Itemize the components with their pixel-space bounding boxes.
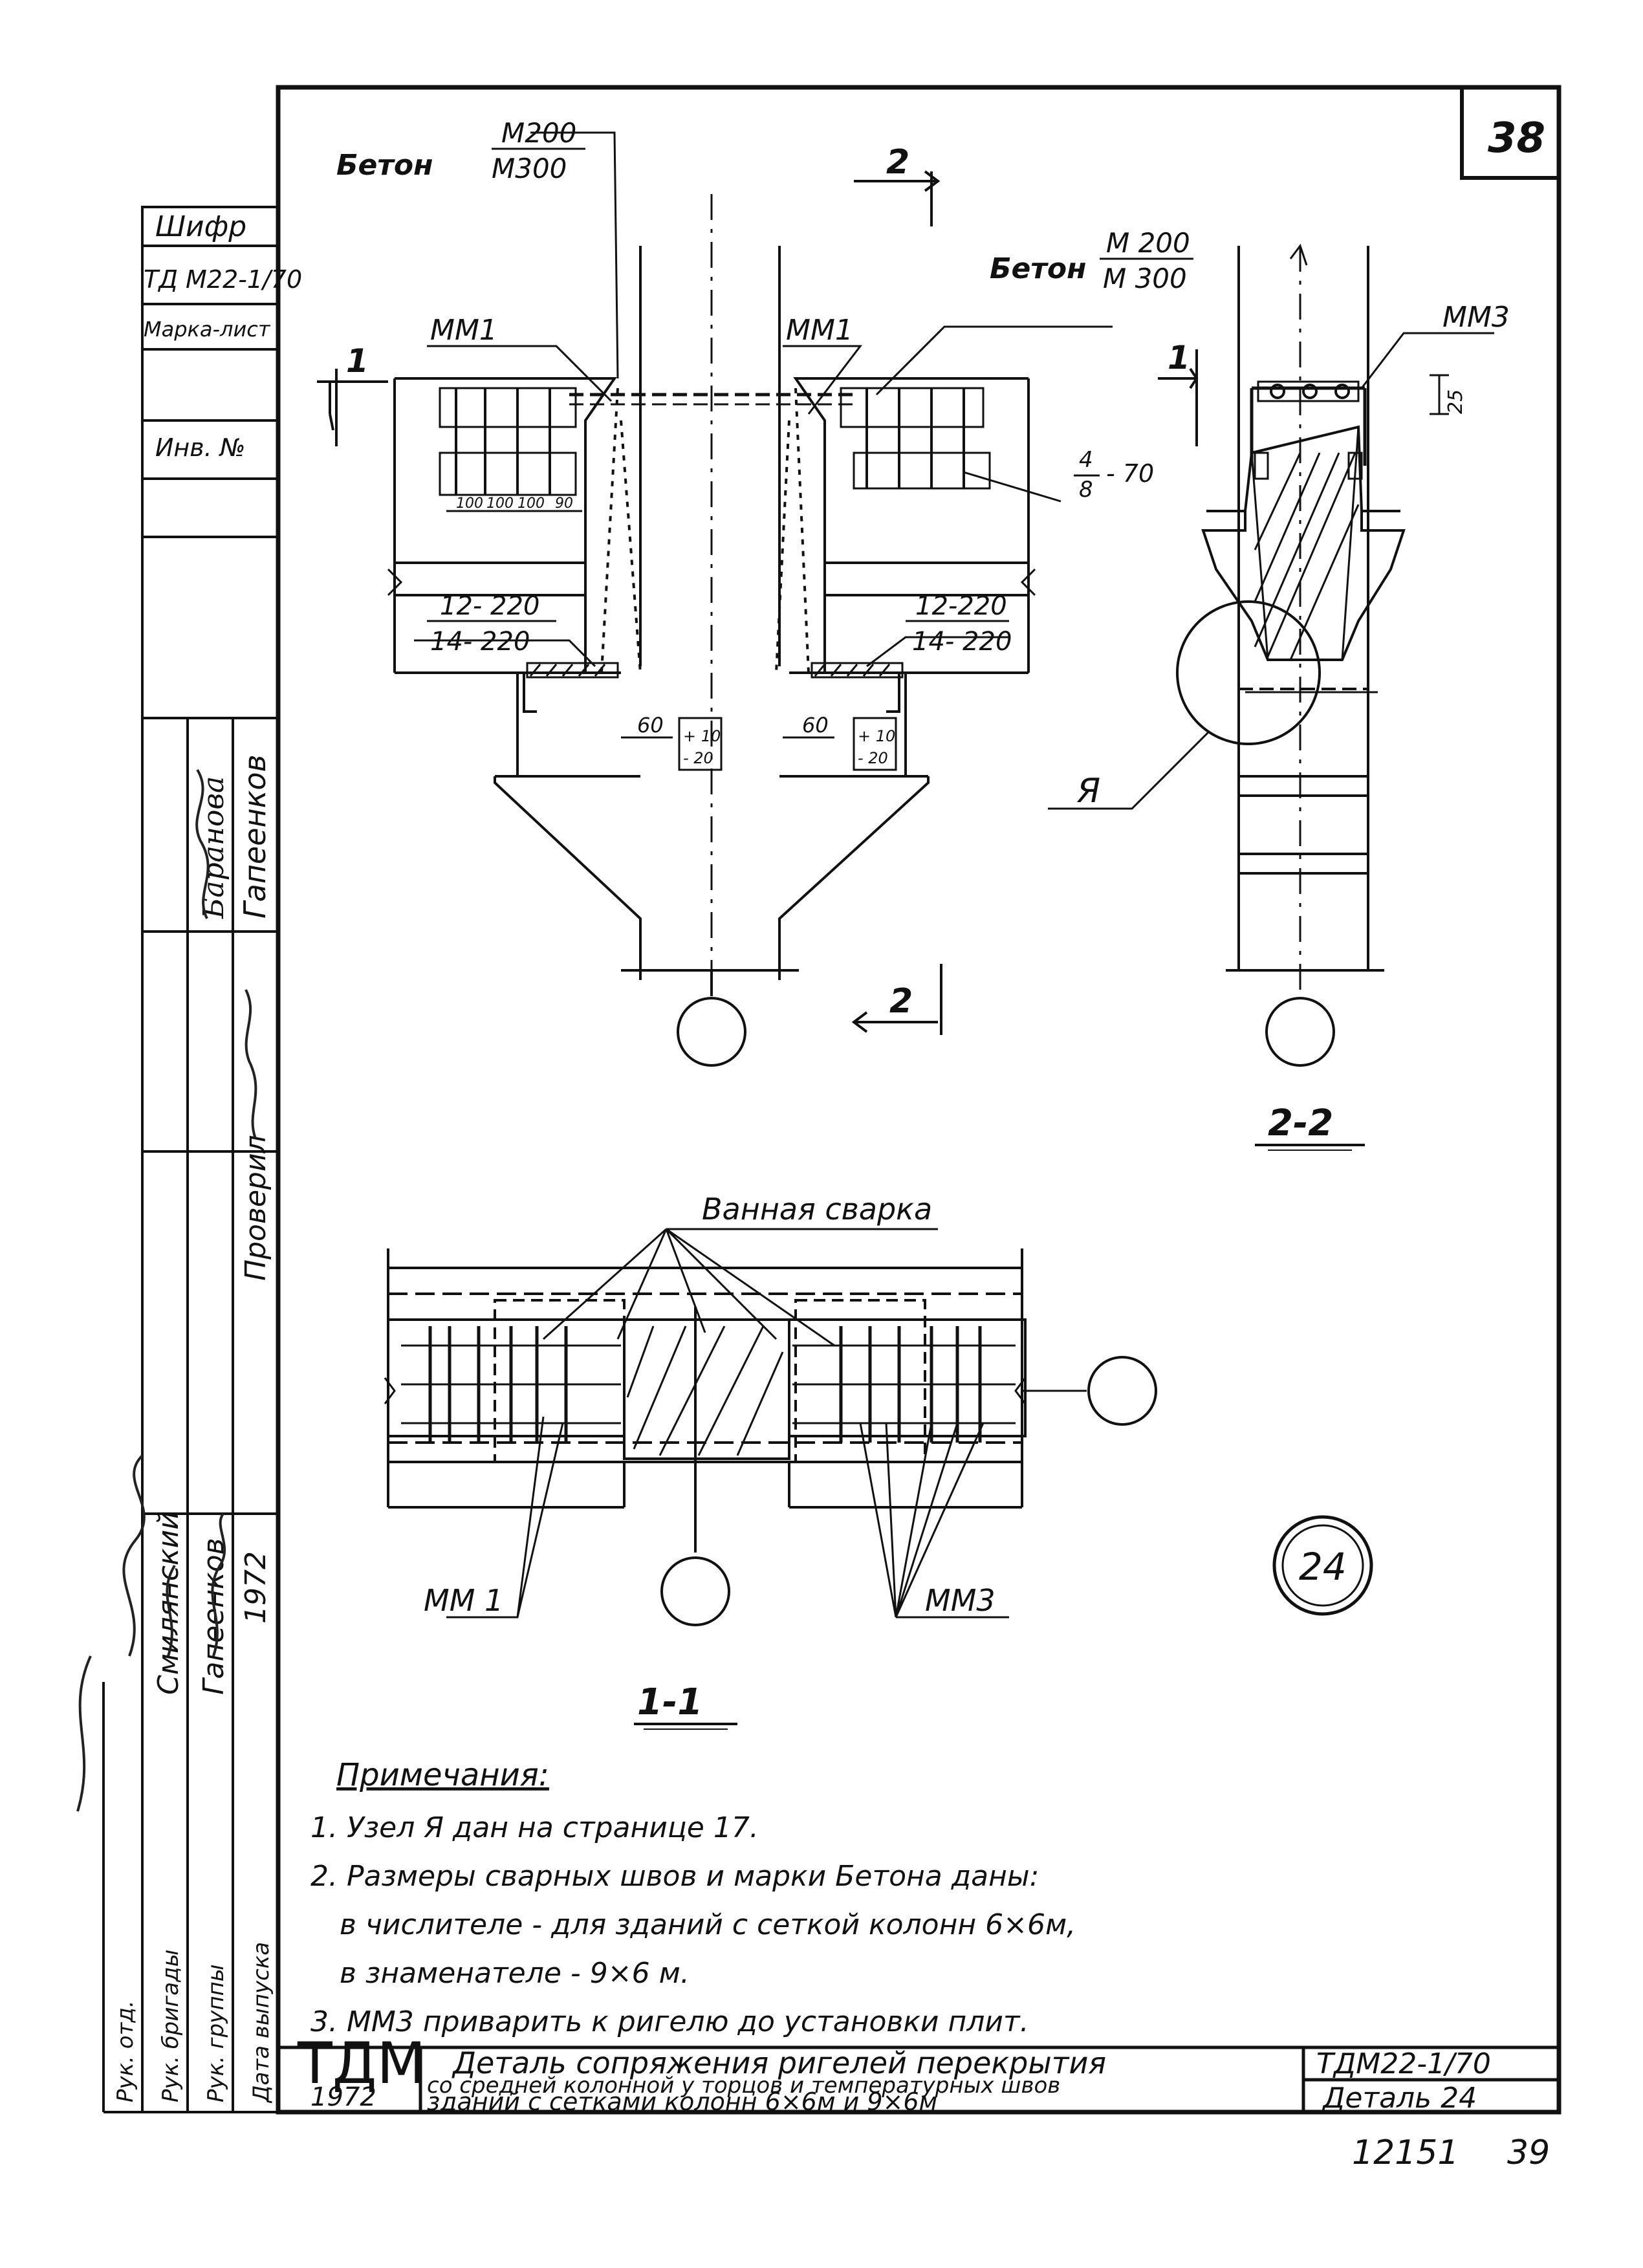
- beton-right-den: M 300: [1103, 263, 1187, 294]
- doc-code: ТДМ22-1/70: [1316, 2047, 1491, 2080]
- cipher-label: Шифр: [155, 210, 246, 243]
- page-number: 38: [1488, 114, 1545, 162]
- beton-right-num: M 200: [1106, 227, 1190, 259]
- level-left-plus: + 10: [683, 727, 721, 745]
- dim-left-3: 100: [517, 496, 545, 512]
- section-mark-top: 2: [886, 143, 909, 182]
- main-elevation: [317, 131, 1193, 1067]
- section-2-2: [1048, 243, 1494, 1151]
- plan-1-1: [384, 1228, 1157, 1730]
- dim-60-right: 60: [802, 713, 829, 737]
- bottom-code-right: 39: [1507, 2133, 1550, 2172]
- weld-right-den: 14- 220: [912, 627, 1012, 657]
- bath-weld-label: Ванная сварка: [702, 1192, 932, 1227]
- note-2-line-2: в числителе - для зданий с сеткой колонн…: [340, 1908, 1076, 1941]
- bottom-code-left: 12151: [1352, 2133, 1459, 2172]
- mm1-right-label: MM1: [786, 314, 853, 347]
- dim-left-4: 90: [555, 496, 573, 512]
- beton-right-label: Бетон: [990, 252, 1087, 285]
- section-mark-bottom: 2: [889, 982, 913, 1021]
- stamp-row-date: Дата выпуска: [248, 1942, 274, 2104]
- weld-right-length: - 70: [1106, 459, 1154, 488]
- inv-label: Инв. №: [155, 433, 245, 462]
- detail-number: Деталь 24: [1322, 2082, 1477, 2115]
- level-left-minus: - 20: [683, 749, 713, 767]
- weld-left-den: 14- 220: [430, 627, 530, 657]
- note-3: 3. ММ3 приварить к ригелю до установки п…: [310, 2005, 1029, 2038]
- beton-left-num: M200: [501, 117, 576, 149]
- detail-badge: [1272, 1515, 1373, 1616]
- weld-right-frac-num: 4: [1079, 447, 1093, 473]
- beton-left-label: Бетон: [336, 149, 433, 182]
- notes-title: Примечания:: [336, 1757, 549, 1793]
- cipher-value: ТД М22-1/70: [144, 265, 302, 294]
- node-label: Я: [1076, 772, 1100, 811]
- mm1-left-label: MM1: [430, 314, 497, 347]
- detail-badge-number: 24: [1299, 1545, 1347, 1589]
- stamp-row-group: Рук. группы: [203, 1964, 229, 2102]
- level-right-plus: + 10: [858, 727, 895, 745]
- dim-left-2: 100: [486, 496, 514, 512]
- mm1-label-plan: MM 1: [424, 1583, 503, 1618]
- title-line-2: со средней колонной у торцов и температу…: [427, 2073, 1060, 2099]
- note-1: 1. Узел Я дан на странице 17.: [310, 1811, 759, 1844]
- weld-right-num: 12-220: [915, 591, 1007, 621]
- mm3-label-section: MM3: [1442, 301, 1510, 334]
- mark-sheet-label: Марка-лист: [144, 317, 271, 342]
- signatures: [76, 769, 257, 1812]
- stamp-role-checked: Проверил: [239, 1135, 272, 1281]
- stamp-row-brigade: Рук. бригады: [158, 1950, 184, 2102]
- dim-left-1: 100: [456, 496, 483, 512]
- section-mark-right: 1: [1168, 339, 1190, 376]
- mm3-label-plan: MM3: [925, 1583, 996, 1618]
- title-line-1: Деталь сопряжения ригелей перекрытия: [452, 2045, 1106, 2080]
- weld-right-frac-den: 8: [1079, 477, 1093, 503]
- stamp-name-2: Гапеенков: [237, 754, 272, 919]
- tdm-year: 1972: [310, 2082, 376, 2112]
- stamp-role-year: 1972: [239, 1551, 272, 1624]
- beton-left-den: M300: [492, 153, 567, 184]
- section-1-1-caption: 1-1: [637, 1681, 702, 1723]
- section-mark-left: 1: [346, 342, 369, 380]
- stamp-role-name-b: Гапеенков: [197, 1538, 230, 1695]
- title-line-3: зданий с сетками колонн 6×6м и 9×6м: [427, 2088, 937, 2116]
- side-stamp: [102, 206, 279, 2113]
- weld-left-num: 12- 220: [440, 591, 539, 621]
- stamp-row-head: Рук. отд.: [113, 2000, 138, 2102]
- note-2-line-3: в знаменателе - 9×6 м.: [340, 1957, 690, 1990]
- notes: Примечания: 1. Узел Я дан на странице 17…: [310, 1757, 1076, 2038]
- level-right-minus: - 20: [858, 749, 888, 767]
- title-block: [278, 2045, 1559, 2112]
- note-2: 2. Размеры сварных швов и марки Бетона д…: [310, 1860, 1039, 1893]
- dim-25: 25: [1444, 389, 1467, 414]
- dim-60-left: 60: [637, 713, 664, 737]
- tdm-logo: ТДМ: [297, 2030, 426, 2097]
- section-2-2-caption: 2-2: [1268, 1102, 1333, 1144]
